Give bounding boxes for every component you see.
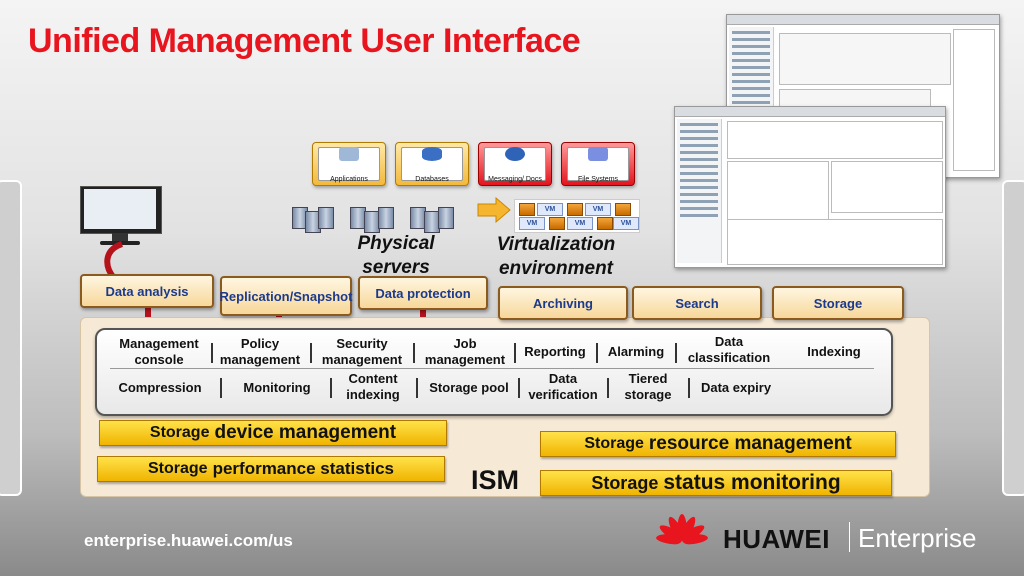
- vm-icon: [567, 203, 583, 216]
- feature-data-expiry: Data expiry: [700, 380, 772, 395]
- vm-box: VM: [613, 217, 639, 230]
- feature-content-indexing: Content indexing: [346, 371, 400, 402]
- feature-security-management: Security management: [321, 336, 403, 367]
- separator: [607, 378, 609, 398]
- vm-icon: [549, 217, 565, 230]
- feature-indexing: Indexing: [807, 344, 861, 359]
- vm-icon: [615, 203, 631, 216]
- feature-alarming: Alarming: [607, 344, 665, 359]
- storage-box: Storage: [772, 286, 904, 320]
- databases-icon: [422, 147, 442, 161]
- feature-storage-pool: Storage pool: [429, 380, 509, 395]
- feature-tiered-storage: Tiered storage: [624, 371, 672, 402]
- feature-reporting: Reporting: [524, 344, 586, 359]
- separator: [518, 378, 520, 398]
- brand-name: HUAWEI: [723, 524, 830, 554]
- server-icon: [318, 207, 334, 229]
- vm-grid: VM VM VM VM VM: [514, 199, 640, 233]
- separator: [514, 343, 516, 363]
- separator: [416, 378, 418, 398]
- feature-monitoring: Monitoring: [243, 380, 311, 395]
- filesystems-tile: File Systems: [561, 142, 635, 186]
- page-title: Unified Management User Interface: [28, 22, 581, 60]
- left-side-tab: [0, 180, 22, 496]
- vm-icon: [519, 203, 535, 216]
- archiving-box: Archiving: [498, 286, 628, 320]
- ism-label: ISM: [471, 465, 520, 495]
- brand-division: Enterprise: [858, 523, 977, 553]
- messaging-icon: [505, 147, 525, 161]
- separator: [211, 343, 213, 363]
- vm-box: VM: [519, 217, 545, 230]
- vm-box: VM: [567, 217, 593, 230]
- vm-icon: [597, 217, 613, 230]
- feature-management-console: Management console: [119, 336, 199, 367]
- data-analysis-box: Data analysis: [80, 274, 214, 308]
- replication-snapshot-box: Replication/Snapshot: [220, 276, 352, 316]
- vm-box: VM: [537, 203, 563, 216]
- feature-data-classification: Data classification: [687, 334, 771, 365]
- data-protection-box: Data protection: [358, 276, 488, 310]
- search-box: Search: [632, 286, 762, 320]
- separator: [675, 343, 677, 363]
- server-icon: [378, 207, 394, 229]
- applications-icon: [339, 147, 359, 161]
- separator: [330, 378, 332, 398]
- right-side-tab: [1002, 180, 1024, 496]
- brand-separator: [849, 522, 850, 552]
- applications-tile: Applications: [312, 142, 386, 186]
- separator: [310, 343, 312, 363]
- messaging-tile: Messaging/ Docs: [478, 142, 552, 186]
- server-icon: [438, 207, 454, 229]
- feature-policy-management: Policy management: [219, 336, 301, 367]
- feature-data-verification: Data verification: [528, 371, 598, 402]
- huawei-logo-icon: [654, 512, 710, 558]
- vm-box: VM: [585, 203, 611, 216]
- arrow-right-icon: [477, 197, 511, 223]
- feature-job-management: Job management: [424, 336, 506, 367]
- footer-url[interactable]: enterprise.huawei.com/us: [84, 531, 293, 550]
- separator: [220, 378, 222, 398]
- separator: [413, 343, 415, 363]
- databases-tile: Databases: [395, 142, 469, 186]
- ui-screenshot-front: [674, 106, 946, 268]
- feature-divider: [110, 368, 874, 369]
- monitor-icon: [80, 186, 162, 248]
- virtualization-label: Virtualization environment: [496, 234, 616, 279]
- feature-grid: [95, 328, 893, 416]
- separator: [688, 378, 690, 398]
- feature-compression: Compression: [118, 380, 202, 395]
- folders-icon: [588, 147, 608, 161]
- separator: [596, 343, 598, 363]
- physical-servers-label: Physical servers: [357, 233, 435, 278]
